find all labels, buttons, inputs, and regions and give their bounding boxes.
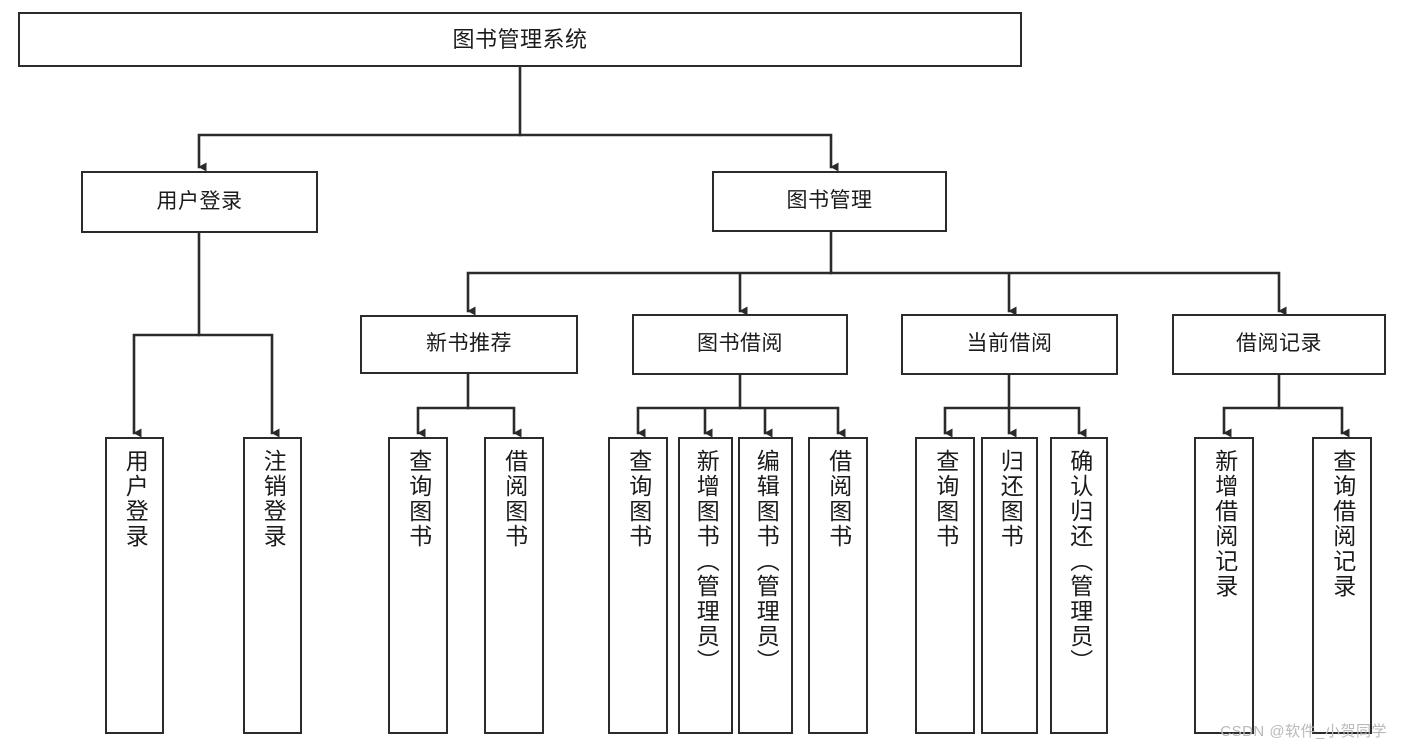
node-borrow-record-label: 借阅记录 <box>1236 332 1322 356</box>
node-leaf-return-book-label: 归还图书 <box>997 449 1024 549</box>
node-leaf-confirm-return-label: 确认归还（管理员） <box>1066 449 1093 674</box>
node-leaf-return-book[interactable]: 归还图书 <box>981 437 1038 734</box>
node-leaf-user-login[interactable]: 用户登录 <box>105 437 164 734</box>
node-user-login[interactable]: 用户登录 <box>81 171 318 233</box>
node-leaf-borrow-book-1-label: 借阅图书 <box>501 449 528 549</box>
node-leaf-add-book[interactable]: 新增图书（管理员） <box>678 437 733 734</box>
node-leaf-query-book-3-label: 查询图书 <box>932 449 959 549</box>
node-leaf-add-book-label: 新增图书（管理员） <box>693 449 720 674</box>
node-leaf-add-record-label: 新增借阅记录 <box>1211 449 1238 599</box>
node-current-borrow[interactable]: 当前借阅 <box>901 314 1118 375</box>
node-book-manage[interactable]: 图书管理 <box>712 171 947 232</box>
node-new-book-rec[interactable]: 新书推荐 <box>360 315 578 374</box>
node-book-borrow[interactable]: 图书借阅 <box>632 314 848 375</box>
node-leaf-borrow-book-2-label: 借阅图书 <box>825 449 852 549</box>
node-leaf-edit-book[interactable]: 编辑图书（管理员） <box>738 437 793 734</box>
node-leaf-query-record-label: 查询借阅记录 <box>1329 449 1356 599</box>
node-leaf-logout-label: 注销登录 <box>260 449 287 549</box>
node-leaf-query-book-1[interactable]: 查询图书 <box>388 437 448 734</box>
watermark: CSDN @软件_小贺同学 <box>1220 723 1387 740</box>
node-leaf-borrow-book-2[interactable]: 借阅图书 <box>808 437 868 734</box>
node-current-borrow-label: 当前借阅 <box>966 332 1053 356</box>
node-borrow-record[interactable]: 借阅记录 <box>1172 314 1386 375</box>
node-book-manage-label: 图书管理 <box>786 189 873 213</box>
node-book-borrow-label: 图书借阅 <box>697 332 783 356</box>
node-leaf-confirm-return[interactable]: 确认归还（管理员） <box>1050 437 1108 734</box>
node-leaf-add-record[interactable]: 新增借阅记录 <box>1194 437 1254 734</box>
node-user-login-label: 用户登录 <box>156 189 243 213</box>
node-leaf-query-book-1-label: 查询图书 <box>405 449 432 549</box>
node-root[interactable]: 图书管理系统 <box>18 12 1022 67</box>
node-leaf-edit-book-label: 编辑图书（管理员） <box>753 449 780 674</box>
node-leaf-query-book-2[interactable]: 查询图书 <box>608 437 668 734</box>
node-leaf-query-book-3[interactable]: 查询图书 <box>915 437 975 734</box>
node-new-book-rec-label: 新书推荐 <box>426 332 512 356</box>
node-leaf-borrow-book-1[interactable]: 借阅图书 <box>484 437 544 734</box>
node-leaf-query-book-2-label: 查询图书 <box>625 449 652 549</box>
node-leaf-query-record[interactable]: 查询借阅记录 <box>1312 437 1372 734</box>
node-root-label: 图书管理系统 <box>452 26 588 52</box>
node-leaf-logout[interactable]: 注销登录 <box>243 437 302 734</box>
node-leaf-user-login-label: 用户登录 <box>122 449 149 549</box>
